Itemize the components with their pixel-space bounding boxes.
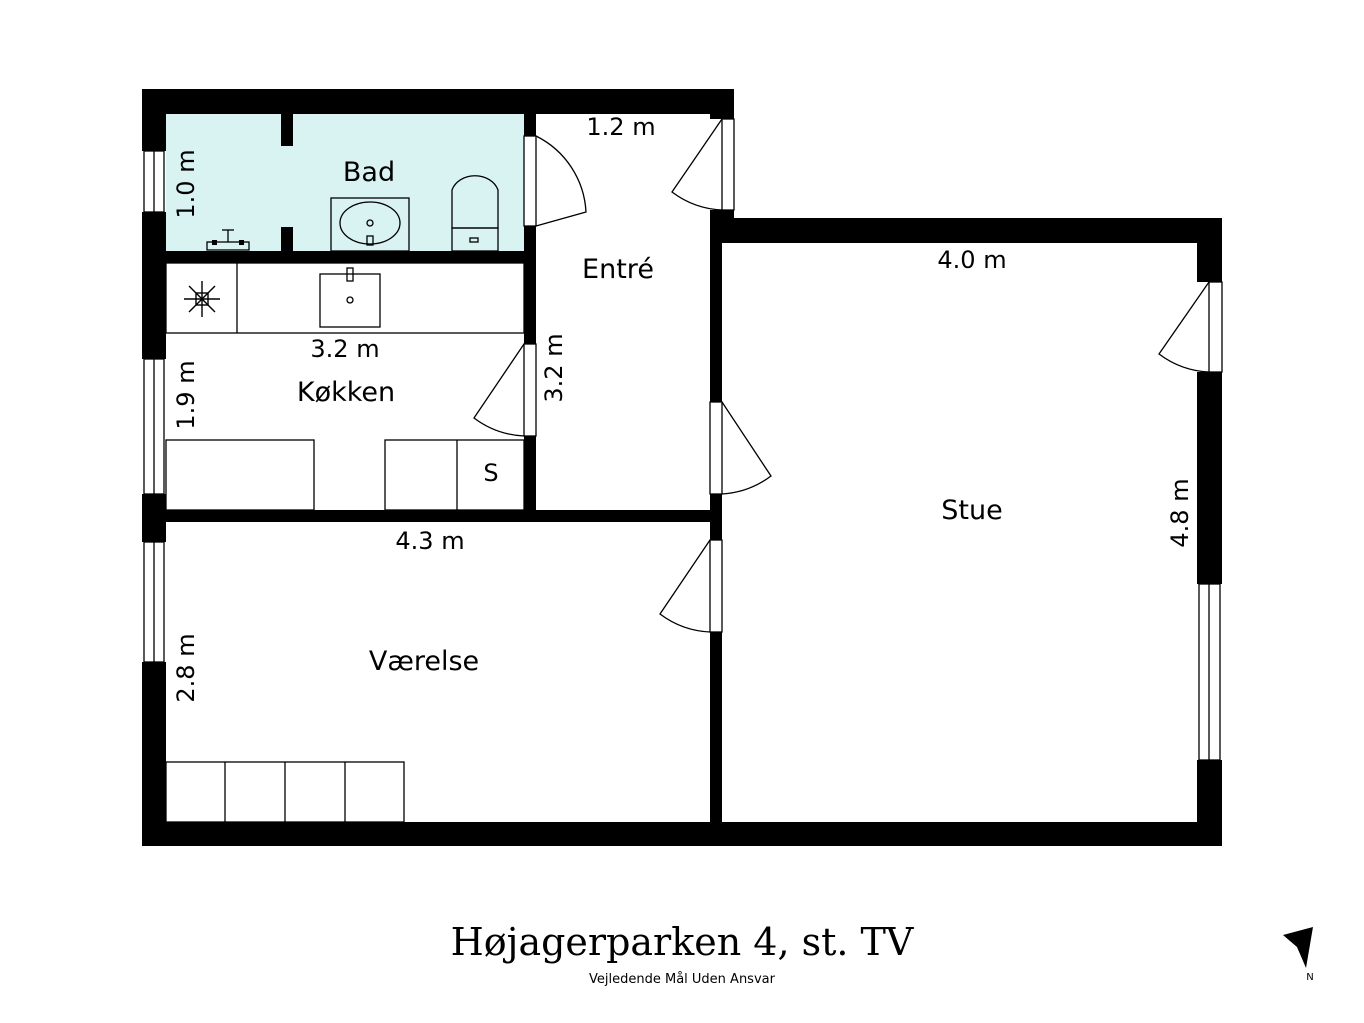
room-label-entre: Entré <box>582 254 654 285</box>
disclaimer-subtitle: Vejledende Mål Uden Ansvar <box>589 972 776 987</box>
dim-bad-height: 1.0 m <box>172 149 200 218</box>
sink-icon <box>330 197 410 252</box>
dim-stue-width: 4.0 m <box>937 246 1006 274</box>
bathroom-fixtures <box>206 175 499 252</box>
storage-label: S <box>483 459 498 487</box>
wardrobe <box>165 761 405 823</box>
balcony-door[interactable] <box>1208 281 1223 373</box>
address-title: Højagerparken 4, st. TV <box>451 920 914 964</box>
dim-kokken-height: 1.9 m <box>172 360 200 429</box>
kitchen-door[interactable] <box>523 343 537 437</box>
interior-walls <box>166 114 722 822</box>
vaerelse-door[interactable] <box>709 539 723 633</box>
front-door[interactable] <box>721 118 735 211</box>
doors[interactable] <box>473 118 1223 633</box>
dim-stue-height: 4.8 m <box>1166 478 1194 547</box>
bath-door[interactable] <box>523 135 537 227</box>
toilet-icon <box>451 175 499 252</box>
kitchen-sink-icon <box>319 267 381 328</box>
dim-kokken-width: 3.2 m <box>310 335 379 363</box>
kitchen-counter <box>165 262 525 334</box>
room-label-stue: Stue <box>941 495 1002 526</box>
north-label: N <box>1306 972 1313 983</box>
dim-vaerelse-height: 2.8 m <box>172 633 200 702</box>
dim-entre-height: 3.2 m <box>540 333 568 402</box>
windows <box>143 150 1221 761</box>
room-label-vaerelse: Værelse <box>369 646 479 677</box>
exterior-walls <box>142 89 1222 846</box>
freezer-icon <box>184 281 220 317</box>
room-label-bad: Bad <box>343 157 395 188</box>
north-arrow-icon: N <box>1283 927 1314 983</box>
dim-entre-width: 1.2 m <box>586 113 655 141</box>
room-label-kokken: Køkken <box>297 377 395 408</box>
shower-tap-icon <box>206 229 250 251</box>
dim-vaerelse-width: 4.3 m <box>395 527 464 555</box>
stue-door[interactable] <box>709 401 723 495</box>
kitchen-fixtures <box>165 262 525 511</box>
